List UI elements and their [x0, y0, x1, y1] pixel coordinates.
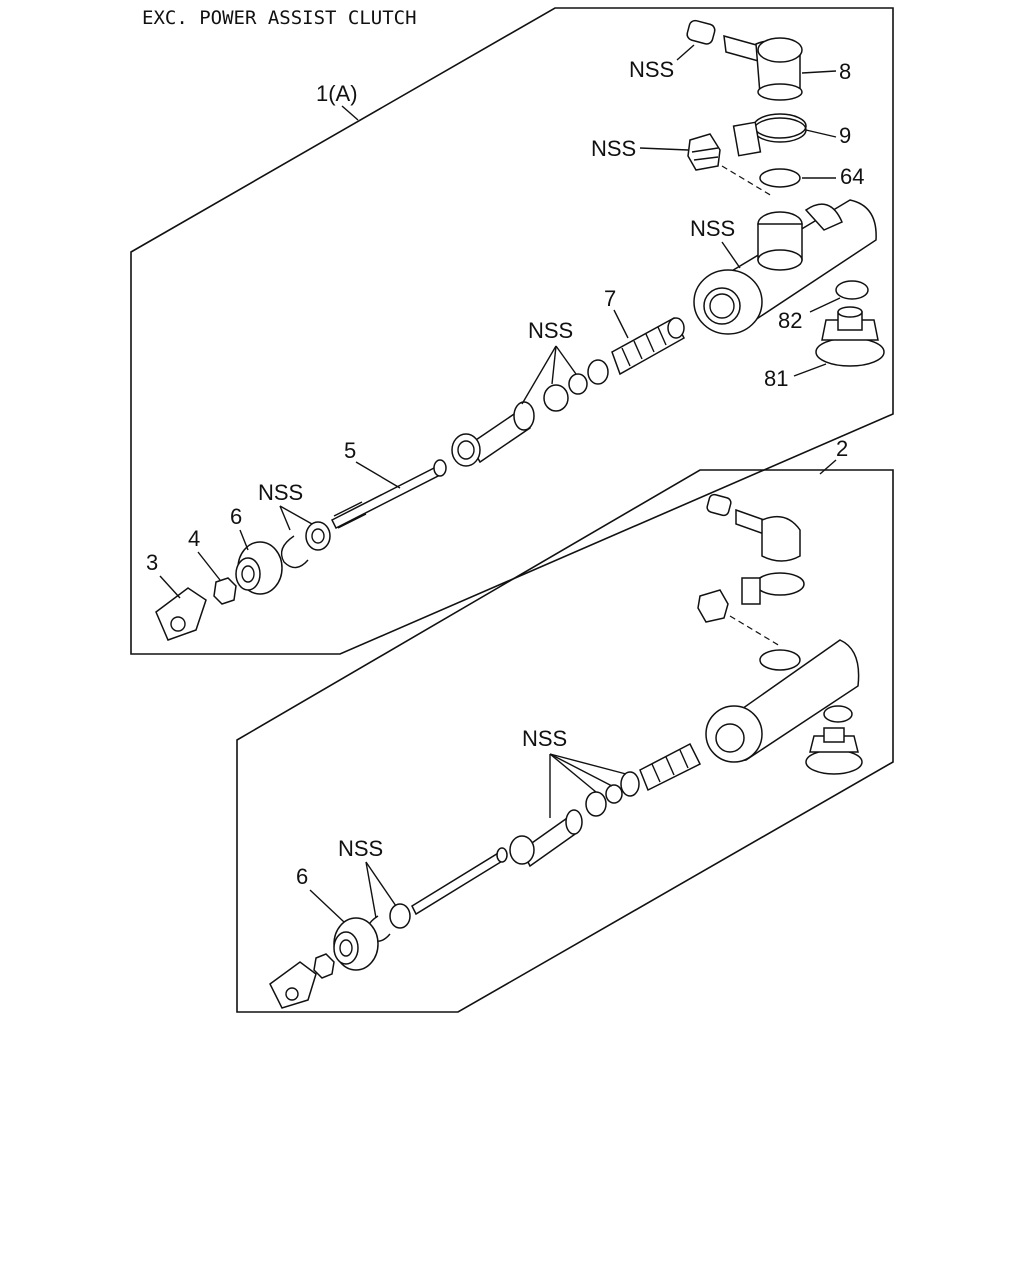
callout-nss-body: NSS: [690, 216, 735, 241]
callout-81: 81: [764, 366, 788, 391]
boot-6-part: [235, 541, 283, 595]
snap-ring-part: [280, 521, 331, 569]
clevis-part-bottom: [269, 961, 317, 1009]
assembly-bottom-frame: [236, 469, 894, 1013]
fitting-81-part: [815, 306, 885, 367]
cylinder-body-part-bottom: [705, 639, 860, 763]
callout-5: 5: [344, 438, 356, 463]
callout-nss-ring: NSS: [258, 480, 303, 505]
diagram-title: EXC. POWER ASSIST CLUTCH: [142, 7, 417, 29]
callout-8: 8: [839, 59, 851, 84]
hose-clamp-part-bottom: [755, 572, 805, 596]
callout-7: 7: [604, 286, 616, 311]
boot-6-part-bottom: [333, 917, 379, 971]
cylinder-body-part: [693, 199, 877, 335]
reservoir-cap-part-bottom: [706, 493, 801, 562]
push-rod-part-bottom: [411, 847, 508, 916]
callout-4: 4: [188, 526, 200, 551]
piston-seals-part: [451, 359, 609, 467]
assembly-top: 1(A) NSS 8 9 NSS 6: [130, 7, 894, 655]
callout-nss-cap: NSS: [629, 57, 674, 82]
callout-6: 6: [230, 504, 242, 529]
reservoir-cap-part: [686, 19, 803, 101]
callout-nss-bleeder: NSS: [591, 136, 636, 161]
bleeder-part: [687, 133, 721, 171]
assembly-top-label: 1(A): [316, 81, 358, 106]
callout-nss-ring-bottom: NSS: [338, 836, 383, 861]
nut-part-bottom: [313, 953, 335, 979]
clevis-3-part: [155, 587, 207, 641]
boot-7-part: [611, 316, 685, 376]
callout-64: 64: [840, 164, 864, 189]
callout-9: 9: [839, 123, 851, 148]
nut-4-part: [213, 577, 237, 605]
o-ring-82-part: [835, 280, 869, 300]
o-ring-part-bottom: [823, 705, 853, 723]
assembly-bottom: 2: [236, 436, 894, 1013]
hose-clamp-part: [732, 113, 807, 157]
callout-nss-seals: NSS: [528, 318, 573, 343]
callout-nss-seals-bottom: NSS: [522, 726, 567, 751]
piston-seals-part-bottom: [509, 771, 640, 868]
assembly-top-frame: [130, 7, 894, 655]
boot-part-bottom: [639, 742, 702, 792]
callout-6-bottom: 6: [296, 864, 308, 889]
push-rod-5-part: [330, 459, 447, 530]
callout-82: 82: [778, 308, 802, 333]
bleeder-part-bottom: [697, 589, 729, 623]
o-ring-64-part: [759, 168, 801, 188]
callout-3: 3: [146, 550, 158, 575]
assembly-bottom-label: 2: [836, 436, 848, 461]
fitting-part-bottom: [805, 727, 863, 775]
